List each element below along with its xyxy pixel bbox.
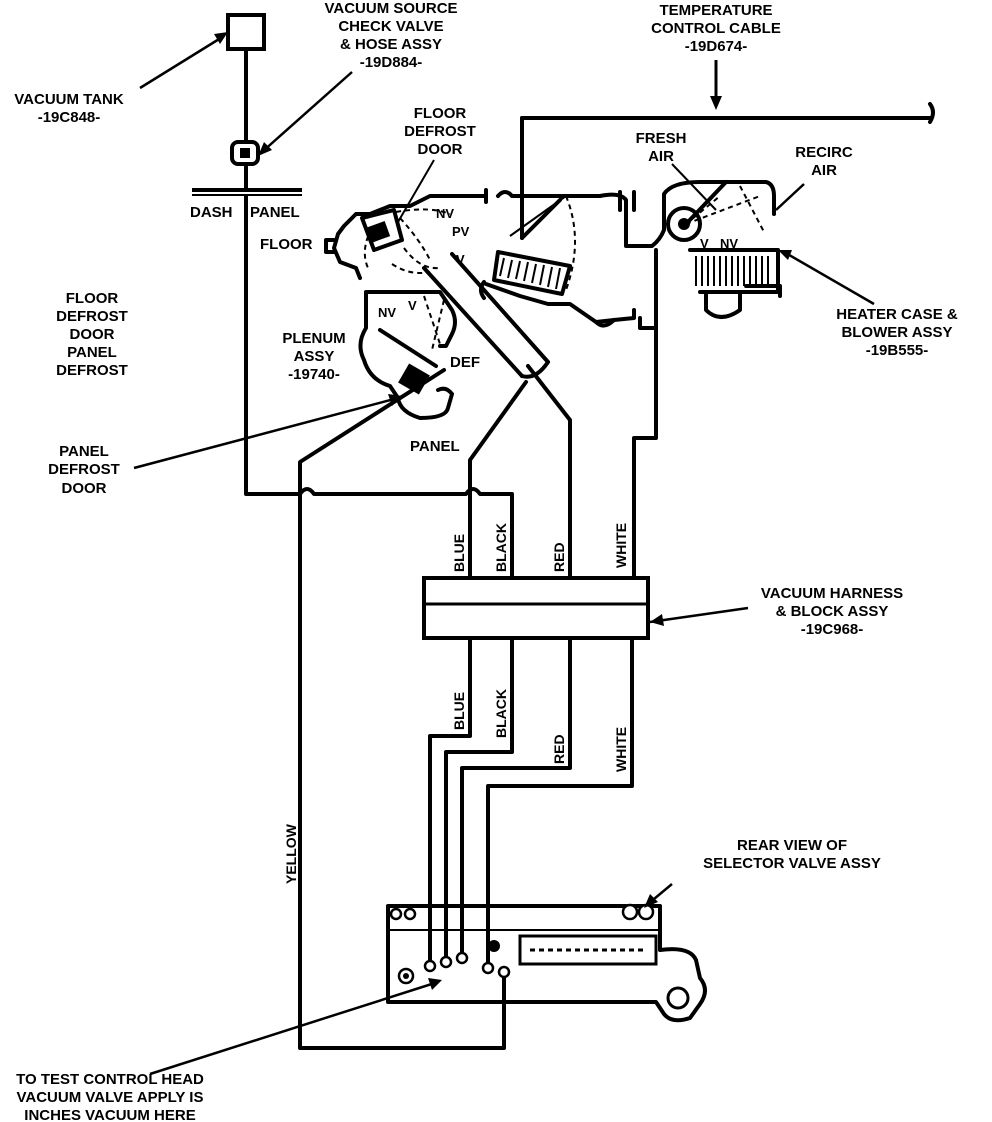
svg-text:DASH: DASH	[190, 204, 233, 221]
label-v-floor: V	[456, 252, 465, 267]
svg-text:DEFROST: DEFROST	[48, 461, 120, 478]
svg-text:AIR: AIR	[648, 148, 674, 165]
heater-case	[324, 180, 776, 580]
label-nv-fresh: NV	[720, 236, 738, 251]
svg-text:BLUE: BLUE	[451, 692, 467, 730]
svg-text:ASSY: ASSY	[294, 348, 335, 365]
svg-text:DOOR: DOOR	[62, 480, 107, 497]
label-heater-case: HEATER CASE & BLOWER ASSY -19B555-	[836, 306, 958, 359]
check-valve	[230, 140, 260, 166]
svg-text:WHITE: WHITE	[613, 727, 629, 772]
leader-lines	[133, 32, 875, 1076]
svg-text:RECIRC: RECIRC	[795, 144, 853, 161]
svg-text:-19C968-: -19C968-	[801, 621, 864, 638]
plenum-assy	[358, 290, 457, 420]
label-panel-bottom: PANEL	[410, 438, 460, 455]
hose-labels-upper: BLUE BLACK RED WHITE	[451, 523, 629, 572]
selector-valve-assy	[386, 903, 707, 1023]
label-v-fresh: V	[700, 236, 709, 251]
svg-text:DEFROST: DEFROST	[56, 308, 128, 325]
svg-text:BLOWER ASSY: BLOWER ASSY	[841, 324, 952, 341]
defrost-duct	[422, 252, 550, 379]
svg-text:VACUUM HARNESS: VACUUM HARNESS	[761, 585, 903, 602]
svg-text:-19740-: -19740-	[288, 366, 340, 383]
hose-labels-lower: BLUE BLACK RED WHITE	[451, 689, 629, 772]
dash-panel	[192, 188, 302, 196]
blower-assy	[688, 248, 782, 319]
label-panel-defrost-door: PANEL DEFROST DOOR	[48, 443, 120, 497]
svg-text:PANEL: PANEL	[250, 204, 300, 221]
svg-text:-19B555-: -19B555-	[866, 342, 929, 359]
temperature-blend-door	[492, 195, 576, 296]
fresh-recirc-door	[666, 180, 765, 242]
svg-text:-19D674-: -19D674-	[685, 38, 748, 55]
hose-blue	[468, 380, 528, 580]
label-vacuum-source: VACUUM SOURCE CHECK VALVE & HOSE ASSY -1…	[324, 0, 457, 71]
svg-text:RED: RED	[551, 734, 567, 764]
svg-text:WHITE: WHITE	[613, 523, 629, 568]
svg-text:-19C848-: -19C848-	[38, 109, 101, 126]
label-vacuum-harness: VACUUM HARNESS & BLOCK ASSY -19C968-	[761, 585, 903, 638]
svg-text:FRESH: FRESH	[636, 130, 687, 147]
svg-text:TEMPERATURE: TEMPERATURE	[659, 2, 772, 19]
label-nv-plenum: NV	[378, 305, 396, 320]
svg-text:BLACK: BLACK	[493, 523, 509, 572]
svg-text:CONTROL CABLE: CONTROL CABLE	[651, 20, 781, 37]
hose-red	[526, 364, 572, 580]
label-fresh-air: FRESH AIR	[636, 130, 687, 165]
label-def: DEF	[450, 354, 480, 371]
svg-text:VACUUM TANK: VACUUM TANK	[14, 91, 124, 108]
svg-text:RED: RED	[551, 542, 567, 572]
svg-text:PLENUM: PLENUM	[282, 330, 345, 347]
svg-text:DOOR: DOOR	[418, 141, 463, 158]
svg-text:DEFROST: DEFROST	[56, 362, 128, 379]
label-vacuum-tank: VACUUM TANK -19C848-	[14, 91, 124, 126]
temperature-control-cable	[520, 60, 935, 240]
label-rear-view: REAR VIEW OF SELECTOR VALVE ASSY	[703, 837, 881, 872]
svg-text:FLOOR: FLOOR	[414, 105, 467, 122]
svg-text:HEATER CASE &: HEATER CASE &	[836, 306, 958, 323]
svg-text:SELECTOR VALVE ASSY: SELECTOR VALVE ASSY	[703, 855, 881, 872]
vacuum-harness-block	[422, 576, 749, 640]
label-recirc-air: RECIRC AIR	[795, 144, 853, 179]
svg-text:AIR: AIR	[811, 162, 837, 179]
svg-text:VACUUM SOURCE: VACUUM SOURCE	[324, 0, 457, 17]
svg-text:BLUE: BLUE	[451, 534, 467, 572]
svg-text:PANEL: PANEL	[59, 443, 109, 460]
label-temperature-control-cable: TEMPERATURE CONTROL CABLE -19D674-	[651, 2, 781, 55]
label-floor: FLOOR	[260, 236, 313, 253]
label-test-note: TO TEST CONTROL HEAD VACUUM VALVE APPLY …	[16, 1071, 204, 1122]
svg-text:& HOSE ASSY: & HOSE ASSY	[340, 36, 442, 53]
svg-text:REAR VIEW OF: REAR VIEW OF	[737, 837, 847, 854]
floor-defrost-door-assy	[360, 208, 451, 274]
svg-text:INCHES VACUUM HERE: INCHES VACUUM HERE	[24, 1107, 195, 1122]
svg-text:BLACK: BLACK	[493, 689, 509, 738]
svg-text:PANEL: PANEL	[67, 344, 117, 361]
vacuum-tank	[226, 13, 266, 51]
svg-text:FLOOR: FLOOR	[66, 290, 119, 307]
svg-text:CHECK VALVE: CHECK VALVE	[338, 18, 443, 35]
svg-text:TO TEST CONTROL HEAD: TO TEST CONTROL HEAD	[16, 1071, 204, 1088]
label-plenum-assy: PLENUM ASSY -19740-	[282, 330, 345, 383]
svg-text:DOOR: DOOR	[70, 326, 115, 343]
label-dash-panel: DASH PANEL	[190, 204, 300, 221]
vacuum-supply-line	[244, 47, 514, 580]
svg-text:-19D884-: -19D884-	[360, 54, 423, 71]
label-floor-defrost-door-top: FLOOR DEFROST DOOR	[404, 105, 476, 158]
svg-text:& BLOCK ASSY: & BLOCK ASSY	[776, 603, 889, 620]
label-pv-floor: PV	[452, 224, 470, 239]
label-yellow: YELLOW	[283, 823, 299, 884]
hoses-lower	[428, 636, 634, 972]
svg-text:VACUUM VALVE APPLY IS: VACUUM VALVE APPLY IS	[17, 1089, 204, 1106]
label-floor-defrost-door-panel-defrost: FLOOR DEFROST DOOR PANEL DEFROST	[56, 290, 128, 379]
svg-text:DEFROST: DEFROST	[404, 123, 476, 140]
label-nv-floor: NV	[436, 206, 454, 221]
hose-yellow	[298, 368, 506, 1050]
label-v-plenum: V	[408, 298, 417, 313]
